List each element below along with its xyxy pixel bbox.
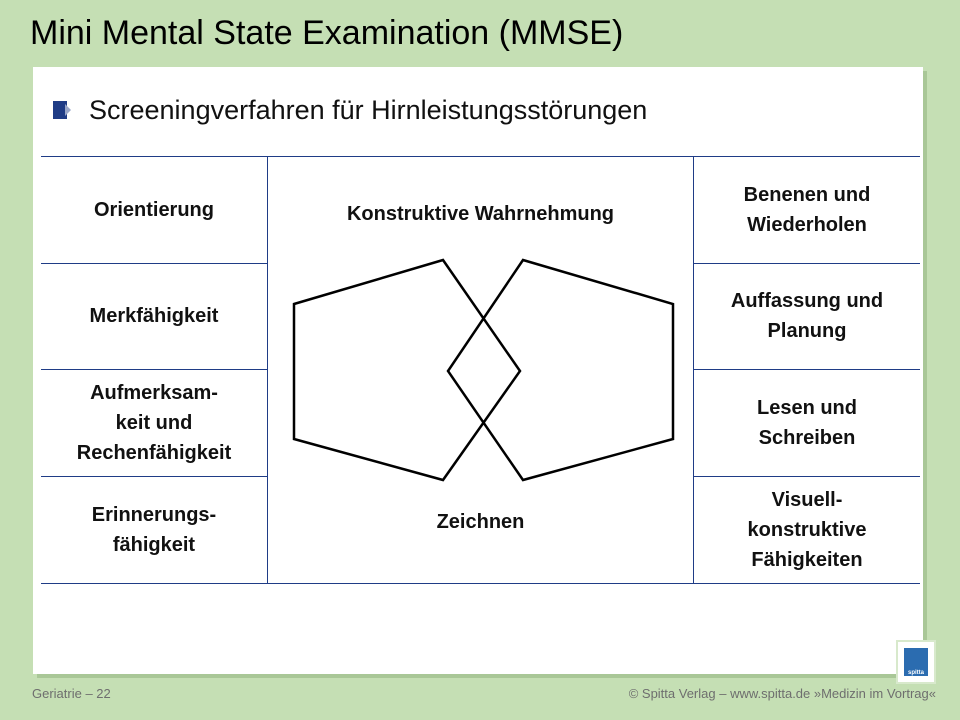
row-divider-left [41, 369, 267, 370]
cell-aufmerksamkeit: Aufmerksam- keit und Rechenfähigkeit [76, 381, 232, 464]
center-top-label: Konstruktive Wahrnehmung [346, 203, 615, 225]
column-divider-right [693, 156, 694, 584]
row-divider-right [693, 369, 920, 370]
table-top-line [41, 156, 920, 157]
spitta-logo: spitta [898, 642, 934, 682]
center-bottom-label: Zeichnen [436, 511, 525, 533]
right-pentagon [446, 258, 675, 482]
cell-lesen: Lesen und Schreiben [756, 396, 857, 449]
cell-orientierung: Orientierung [93, 198, 214, 221]
row-divider-left [41, 476, 267, 477]
cell-benennen: Benenen und Wiederholen [743, 183, 871, 236]
table-bottom-line [41, 583, 920, 584]
row-divider-left [41, 263, 267, 264]
spitta-logo-icon: spitta [904, 648, 928, 676]
subtitle: Screeningverfahren für Hirnleistungsstör… [89, 95, 648, 125]
footer-copyright: © Spitta Verlag – www.spitta.de »Medizin… [628, 686, 936, 701]
cell-auffassung: Auffassung und Planung [730, 290, 884, 342]
left-pentagon [292, 258, 522, 482]
pentagons-drawing [292, 258, 675, 482]
row-divider-right [693, 263, 920, 264]
cell-merkfaehigkeit: Merkfähigkeit [89, 305, 219, 327]
column-divider-left [267, 156, 268, 584]
cell-visuell: Visuell- konstruktive Fähigkeiten [747, 488, 867, 571]
footer-page-label: Geriatrie – 22 [32, 686, 111, 701]
content-panel: Screeningverfahren für Hirnleistungsstör… [33, 67, 923, 674]
bullet-icon [53, 101, 71, 119]
row-divider-right [693, 476, 920, 477]
mmse-table: Orientierung Merkfähigkeit Aufmerksam- k… [41, 156, 920, 584]
slide-title: Mini Mental State Examination (MMSE) [30, 14, 624, 52]
cell-erinnerungsfaehigkeit: Erinnerungs- fähigkeit [91, 503, 217, 556]
